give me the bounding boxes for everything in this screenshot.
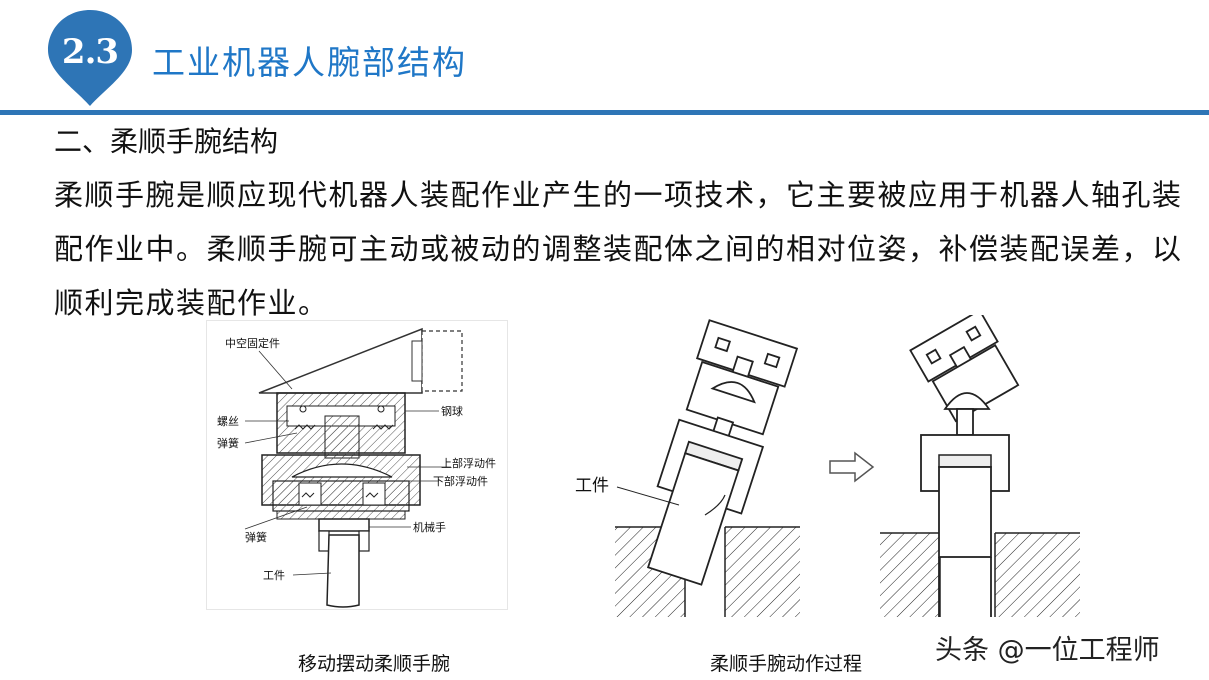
section-number: 2.3	[61, 32, 119, 72]
label-manipulator: 机械手	[413, 520, 446, 534]
label-upper-float: 上部浮动件	[441, 456, 496, 470]
wrist-action-diagram: 工件	[575, 309, 1080, 623]
label-hollow-fixture: 中空固定件	[225, 336, 280, 350]
section-heading: 二、柔顺手腕结构	[54, 125, 279, 158]
label-workpiece-left: 工件	[263, 569, 285, 582]
map-pin-icon	[48, 10, 132, 106]
label-spring-top: 弹簧	[217, 436, 239, 450]
compliant-wrist-diagram: 中空固定件 螺丝 弹簧 钢球 上部浮动件 下部浮动件 弹簧 机械手 工件	[206, 320, 508, 610]
body-paragraph: 柔顺手腕是顺应现代机器人装配作业产生的一项技术，它主要被应用于机器人轴孔装配作业…	[54, 178, 1183, 320]
arrow-right-icon	[829, 451, 875, 483]
label-thread: 螺丝	[217, 415, 239, 428]
label-lower-float: 下部浮动件	[433, 474, 488, 488]
header-divider	[0, 110, 1209, 115]
caption-left: 移动摆动柔顺手腕	[298, 653, 451, 675]
label-workpiece-right: 工件	[575, 476, 609, 496]
caption-right: 柔顺手腕动作过程	[710, 653, 863, 675]
page-title: 工业机器人腕部结构	[152, 43, 467, 82]
watermark: 头条 @一位工程师	[935, 635, 1160, 666]
label-steel-ball: 钢球	[441, 404, 463, 418]
section-badge: 2.3	[44, 8, 136, 106]
label-spring-bottom: 弹簧	[245, 530, 267, 544]
